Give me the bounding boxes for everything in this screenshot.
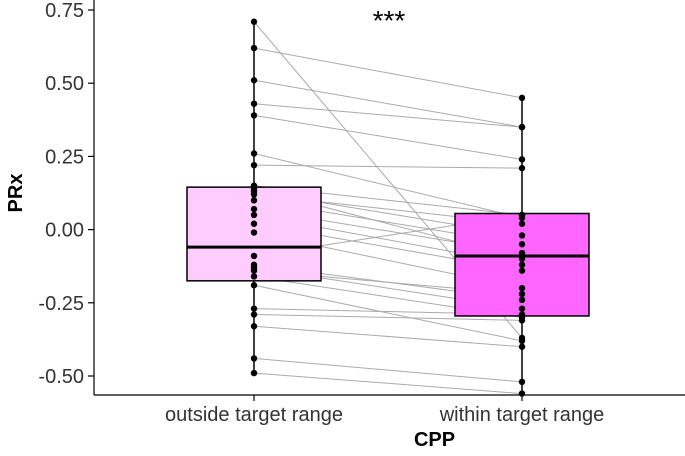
paired-line [253,325,523,348]
data-point [250,191,258,198]
data-point [250,273,258,280]
axes-layer [93,0,685,396]
data-point [518,232,526,239]
boxes-layer [186,21,590,394]
data-point [250,150,258,157]
data-point [518,311,526,318]
y-tick-label: -0.50 [38,366,84,388]
data-point [518,290,526,298]
paired-line [253,47,523,99]
data-point [250,44,258,52]
data-point [518,249,526,257]
data-point [518,378,526,386]
data-point [250,323,258,330]
y-tick-label: 0.50 [45,73,84,95]
data-point [518,94,526,102]
data-point [250,220,258,227]
data-point [518,156,526,163]
x-tick-label: outside target range [165,404,343,426]
data-point [518,267,526,274]
y-axis-label: PRx [5,174,27,213]
data-point [250,211,258,219]
paired-line [253,79,523,128]
data-point [250,267,258,274]
y-tick-label: 0.25 [45,146,84,168]
paired-line [253,357,523,383]
y-tick-label: -0.25 [38,293,84,315]
data-point [250,100,258,107]
paired-line [253,314,523,321]
data-point [518,241,526,248]
data-point [518,317,526,324]
points-layer [250,18,526,397]
data-point [250,355,258,362]
paired-line [253,372,523,395]
y-tick-label: 0.00 [45,220,84,242]
x-axis-label: CPP [414,429,455,451]
data-point [250,311,258,318]
data-point [518,337,526,345]
data-point [518,261,526,268]
data-point [518,211,526,219]
data-point [518,305,526,312]
data-point [250,205,258,213]
y-ticks-layer: 0.75 0.50 0.25 0.00 -0.25 -0.50 [38,0,94,388]
y-tick-label: 0.75 [45,0,84,22]
data-point [518,343,526,350]
data-point [250,369,258,377]
data-point [250,229,258,236]
data-point [250,252,258,260]
paired-line [253,152,523,219]
data-point [250,282,258,289]
data-point [250,112,258,119]
x-tick-label: within target range [439,404,605,426]
paired-line [253,114,523,160]
data-point [250,305,258,312]
paired-line [253,284,523,342]
paired-line [253,164,523,169]
paired-line [253,103,523,128]
data-point [518,284,526,292]
x-ticks-layer: outside target range within target range [165,395,604,426]
data-point [250,161,258,169]
data-point [250,18,258,25]
data-point [518,296,526,304]
data-point [518,255,526,263]
data-point [518,220,526,227]
significance-annotation: *** [373,5,406,36]
data-point [250,77,258,84]
data-point [518,123,526,131]
data-point [250,197,258,204]
data-point [518,164,526,172]
